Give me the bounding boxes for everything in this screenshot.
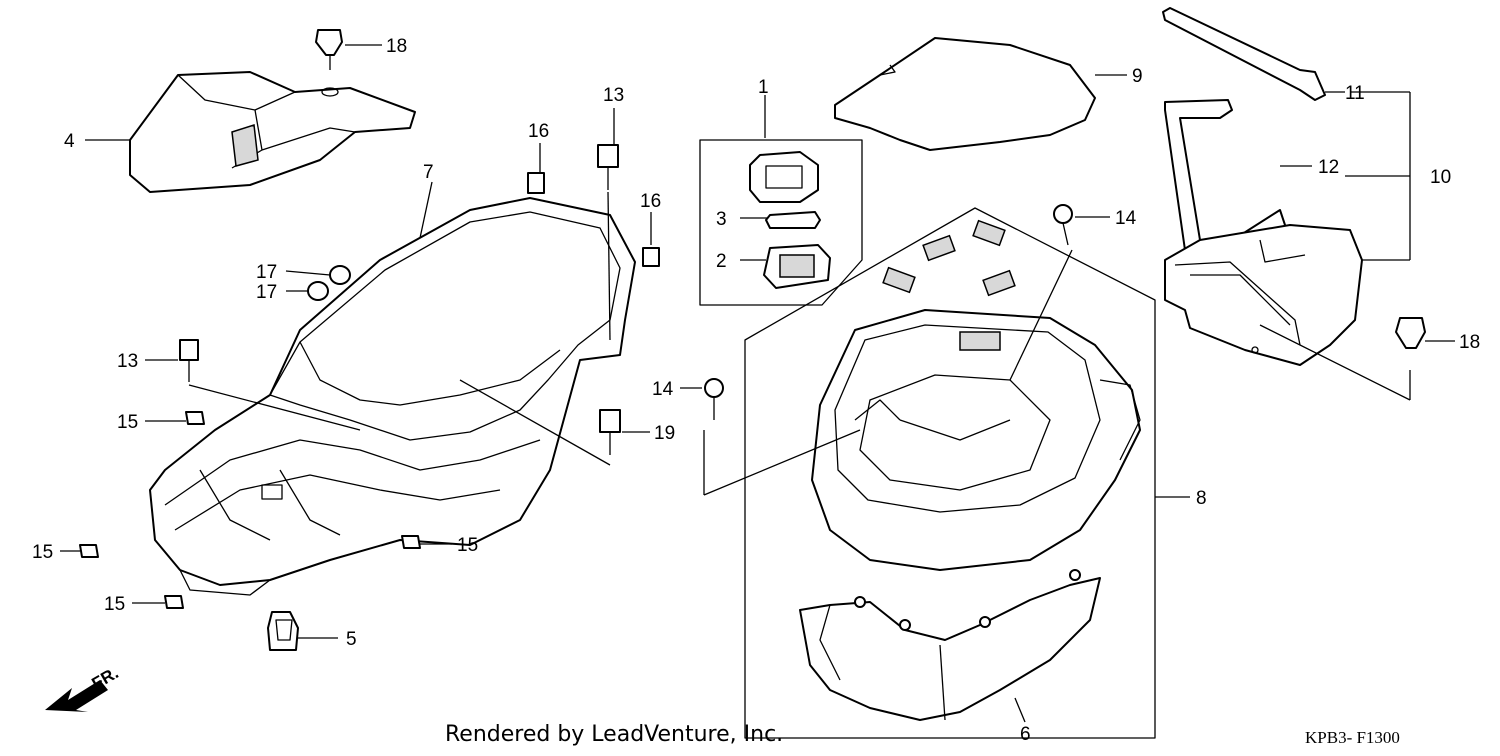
callout-5: 5 — [346, 629, 357, 650]
part-1-assembly — [699, 139, 863, 306]
part-10-housing — [1164, 224, 1363, 366]
callout-13-top: 13 — [603, 85, 624, 106]
callout-14-top: 14 — [1115, 208, 1137, 229]
callout-13-left: 13 — [117, 351, 138, 372]
part-5-clip — [267, 611, 299, 651]
callout-16-left: 16 — [528, 121, 549, 142]
callout-15-b: 15 — [32, 542, 53, 563]
callout-8: 8 — [1196, 488, 1207, 509]
clip-15-c — [164, 595, 184, 609]
screw-14-top — [1053, 204, 1073, 246]
callout-19: 19 — [654, 423, 675, 444]
leader-lines — [60, 44, 1455, 723]
render-credit: Rendered by LeadVenture, Inc. — [445, 722, 784, 747]
nut-16-left — [527, 172, 545, 194]
callout-2: 2 — [716, 251, 727, 272]
callout-14-left: 14 — [652, 379, 674, 400]
callout-1: 1 — [758, 77, 769, 98]
part-4-cover — [129, 71, 416, 193]
diagram-code: KPB3- F1300 — [1305, 728, 1400, 747]
callout-15-a: 15 — [117, 412, 138, 433]
callout-6: 6 — [1020, 724, 1031, 745]
clip-18-top — [315, 29, 343, 70]
clip-15-d — [401, 535, 421, 549]
callout-17-b: 17 — [256, 282, 277, 303]
nut-16-right — [642, 247, 660, 267]
part-8-luggage-box — [744, 207, 1156, 739]
callout-16-right: 16 — [640, 191, 661, 212]
callout-9: 9 — [1132, 66, 1143, 87]
callout-10: 10 — [1430, 167, 1451, 188]
clip-15-b — [79, 544, 99, 558]
callout-18-right: 18 — [1459, 332, 1480, 353]
clip-18-right — [1395, 317, 1426, 349]
part-7-frame — [149, 197, 636, 596]
callout-18-top: 18 — [386, 36, 407, 57]
rubber-17-b — [307, 281, 329, 301]
bolt-13-left — [179, 339, 199, 382]
callout-7: 7 — [423, 162, 434, 183]
part-9-mat — [834, 37, 1096, 151]
part-11-seal — [1162, 7, 1326, 101]
front-arrow-icon — [45, 680, 108, 712]
callout-11: 11 — [1345, 83, 1365, 104]
callout-12: 12 — [1318, 157, 1339, 178]
clip-15-a — [185, 411, 205, 425]
callout-3: 3 — [716, 209, 727, 230]
callout-17-a: 17 — [256, 262, 277, 283]
screw-14-left — [704, 378, 724, 420]
part-6-mat — [799, 569, 1101, 721]
bolt-19 — [599, 409, 621, 455]
callouts: 1 2 3 4 5 6 7 8 9 10 11 12 13 13 14 14 1… — [32, 36, 1480, 745]
callout-15-c: 15 — [104, 594, 125, 615]
callout-15-d: 15 — [457, 535, 478, 556]
bolt-13-top — [597, 144, 619, 190]
rubber-17-a — [329, 265, 351, 285]
callout-4: 4 — [64, 131, 75, 152]
